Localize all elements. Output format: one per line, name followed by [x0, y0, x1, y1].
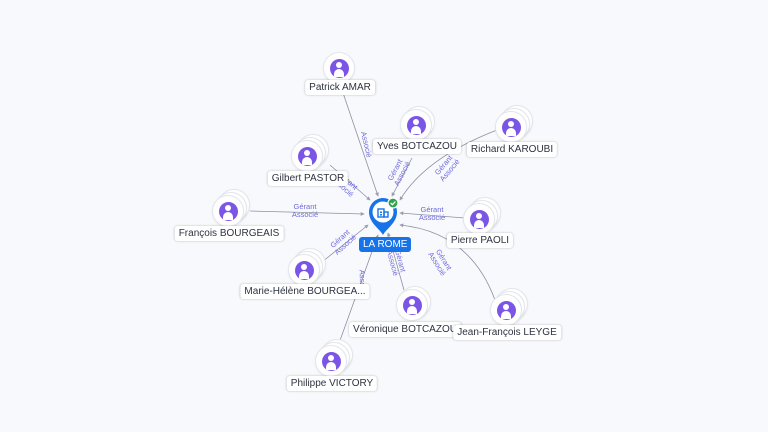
avatar-bubble: [463, 203, 495, 235]
user-icon: [329, 58, 349, 78]
person-name-philippe-victory[interactable]: Philippe VICTORY: [286, 376, 378, 391]
avatar-bubble: [315, 345, 347, 377]
user-icon: [294, 260, 314, 280]
avatar-bubble: [490, 294, 522, 326]
person-name-patrick-amar[interactable]: Patrick AMAR: [305, 80, 375, 95]
user-icon: [496, 300, 516, 320]
user-icon: [469, 209, 489, 229]
role-label: Associé: [292, 210, 318, 219]
person-node-yves-botcazou[interactable]: [400, 106, 435, 141]
person-node-marie-helene-bourgeais[interactable]: [288, 248, 326, 286]
user-icon: [297, 146, 317, 166]
avatar-bubble: [288, 254, 320, 286]
check-badge-icon: [387, 197, 399, 209]
role-label: Associé: [419, 213, 445, 222]
avatar-bubble: [396, 289, 428, 321]
person-node-pierre-paoli[interactable]: [463, 197, 501, 235]
edge-marie-helene-bourgeais: [321, 224, 369, 263]
avatar-bubble: [291, 140, 323, 172]
map-pin-icon: [369, 197, 399, 235]
user-icon: [406, 115, 426, 135]
edge-label-philippe-victory: Associé: [358, 270, 368, 297]
person-node-veronique-botcazou[interactable]: [396, 286, 431, 321]
edge-francois-bourgeais: [249, 210, 365, 216]
person-node-richard-karoubi[interactable]: [495, 105, 533, 143]
person-name-pierre-paoli[interactable]: Pierre PAOLI: [446, 233, 514, 248]
person-node-francois-bourgeais[interactable]: [212, 189, 250, 227]
person-name-yves-botcazou[interactable]: Yves BOTCAZOU: [372, 139, 462, 154]
person-node-gilbert-pastor[interactable]: [291, 134, 329, 172]
user-icon: [501, 117, 521, 137]
person-name-francois-bourgeais[interactable]: François BOURGEAIS: [174, 226, 284, 241]
edge-pierre-paoli: [399, 211, 466, 219]
person-node-patrick-amar[interactable]: [323, 50, 357, 84]
person-name-veronique-botcazou[interactable]: Véronique BOTCAZOU: [349, 322, 461, 337]
person-name-jean-francois-leyge[interactable]: Jean-François LEYGE: [453, 325, 561, 340]
person-node-jean-francois-leyge[interactable]: [490, 288, 528, 326]
edge-label-patrick-amar: Associé: [359, 131, 374, 159]
edge-richard-karoubi: [399, 129, 498, 201]
person-node-philippe-victory[interactable]: [315, 339, 353, 377]
edge-patrick-amar: [339, 83, 379, 197]
person-name-richard-karoubi[interactable]: Richard KAROUBI: [466, 142, 558, 157]
edge-gilbert-pastor: [329, 164, 371, 201]
company-node[interactable]: [367, 196, 399, 236]
role-label: Associé: [358, 270, 368, 297]
avatar-bubble: [400, 109, 432, 141]
role-label: Gérant: [421, 205, 445, 214]
role-label: Associé: [359, 131, 374, 159]
company-label[interactable]: LA ROME: [359, 237, 412, 252]
user-icon: [321, 351, 341, 371]
user-icon: [218, 201, 238, 221]
building-icon: [377, 208, 389, 218]
role-label: Gérant: [294, 202, 318, 211]
avatar-bubble: [495, 111, 527, 143]
user-icon: [402, 295, 422, 315]
edge-yves-botcazou: [391, 157, 413, 197]
avatar-bubble: [212, 195, 244, 227]
person-name-gilbert-pastor[interactable]: Gilbert PASTOR: [267, 171, 349, 186]
person-name-marie-helene-bourgeais[interactable]: Marie-Hélène BOURGEA...: [240, 284, 370, 299]
avatar-bubble: [323, 52, 355, 84]
